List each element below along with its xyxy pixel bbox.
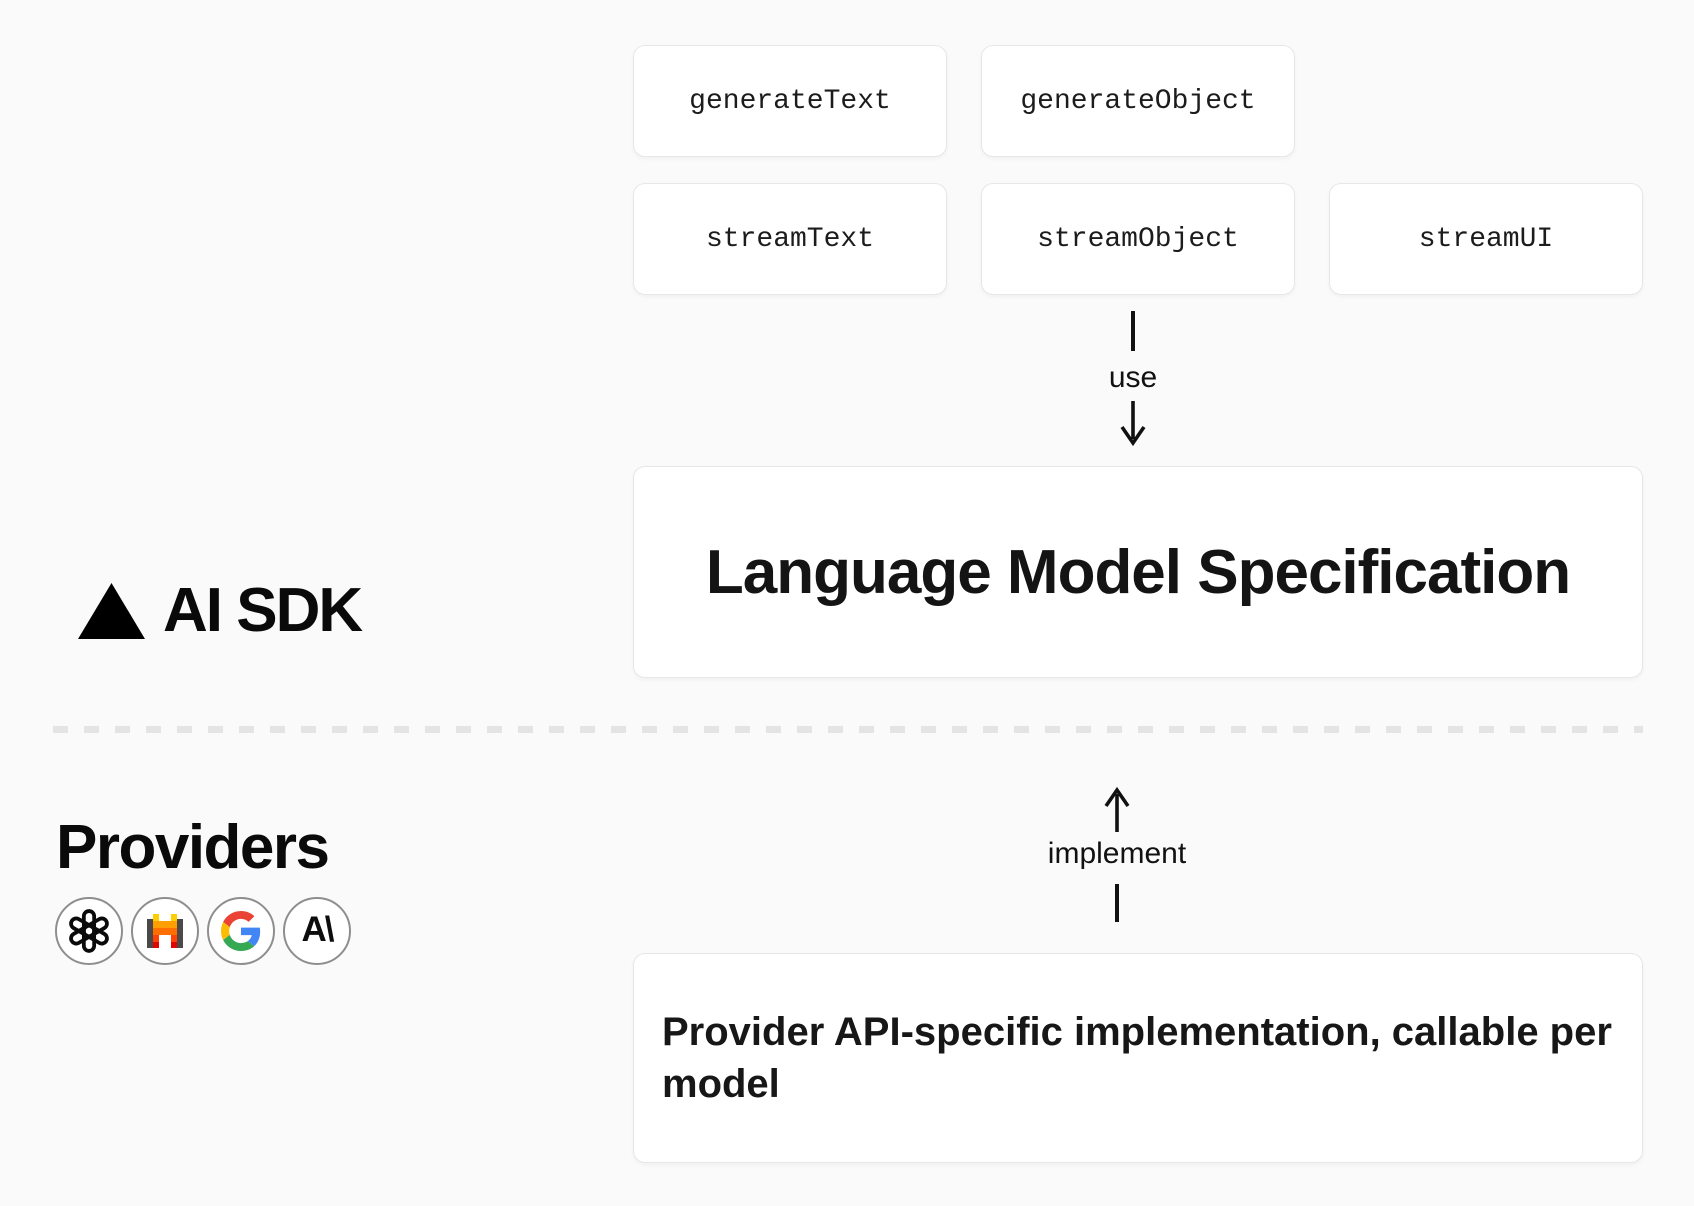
sdk-providers-divider xyxy=(53,726,1643,733)
stream-object-label: streamObject xyxy=(1037,223,1239,255)
anthropic-icon: A\ xyxy=(283,897,351,965)
ai-sdk-logo-label: AI SDK xyxy=(163,576,363,645)
generate-text-label: generateText xyxy=(689,85,891,117)
anthropic-a-glyph: A\ xyxy=(301,910,335,949)
ai-sdk-logo: AI SDK xyxy=(78,576,363,645)
language-model-specification-box: Language Model Specification xyxy=(633,466,1643,678)
spec-box-title: Language Model Specification xyxy=(705,537,1571,607)
stream-object-box: streamObject xyxy=(981,183,1295,295)
use-label: use xyxy=(1108,361,1158,394)
provider-implementation-text: Provider API-specific implementation, ca… xyxy=(662,1010,1612,1106)
provider-implementation-box: Provider API-specific implementation, ca… xyxy=(633,953,1643,1163)
generate-text-box: generateText xyxy=(633,45,947,157)
mistral-icon xyxy=(131,897,199,965)
stream-text-label: streamText xyxy=(705,223,875,255)
stream-ui-box: streamUI xyxy=(1329,183,1643,295)
mistral-m-glyph xyxy=(147,914,183,948)
providers-heading: Providers xyxy=(56,813,330,882)
google-g-glyph xyxy=(221,911,261,951)
vercel-triangle-icon xyxy=(78,583,145,639)
implement-label: implement xyxy=(1047,837,1187,870)
use-arrow-stem xyxy=(1131,311,1135,351)
google-icon xyxy=(207,897,275,965)
openai-icon xyxy=(55,897,123,965)
implement-arrow-stem xyxy=(1115,884,1119,922)
openai-knot-glyph xyxy=(69,909,109,953)
stream-ui-label: streamUI xyxy=(1418,223,1554,255)
generate-object-box: generateObject xyxy=(981,45,1295,157)
provider-icons-row: A\ xyxy=(55,897,351,965)
arrow-down-icon xyxy=(1120,401,1146,447)
generate-object-label: generateObject xyxy=(1020,85,1256,117)
arrow-up-icon xyxy=(1104,786,1130,832)
stream-text-box: streamText xyxy=(633,183,947,295)
